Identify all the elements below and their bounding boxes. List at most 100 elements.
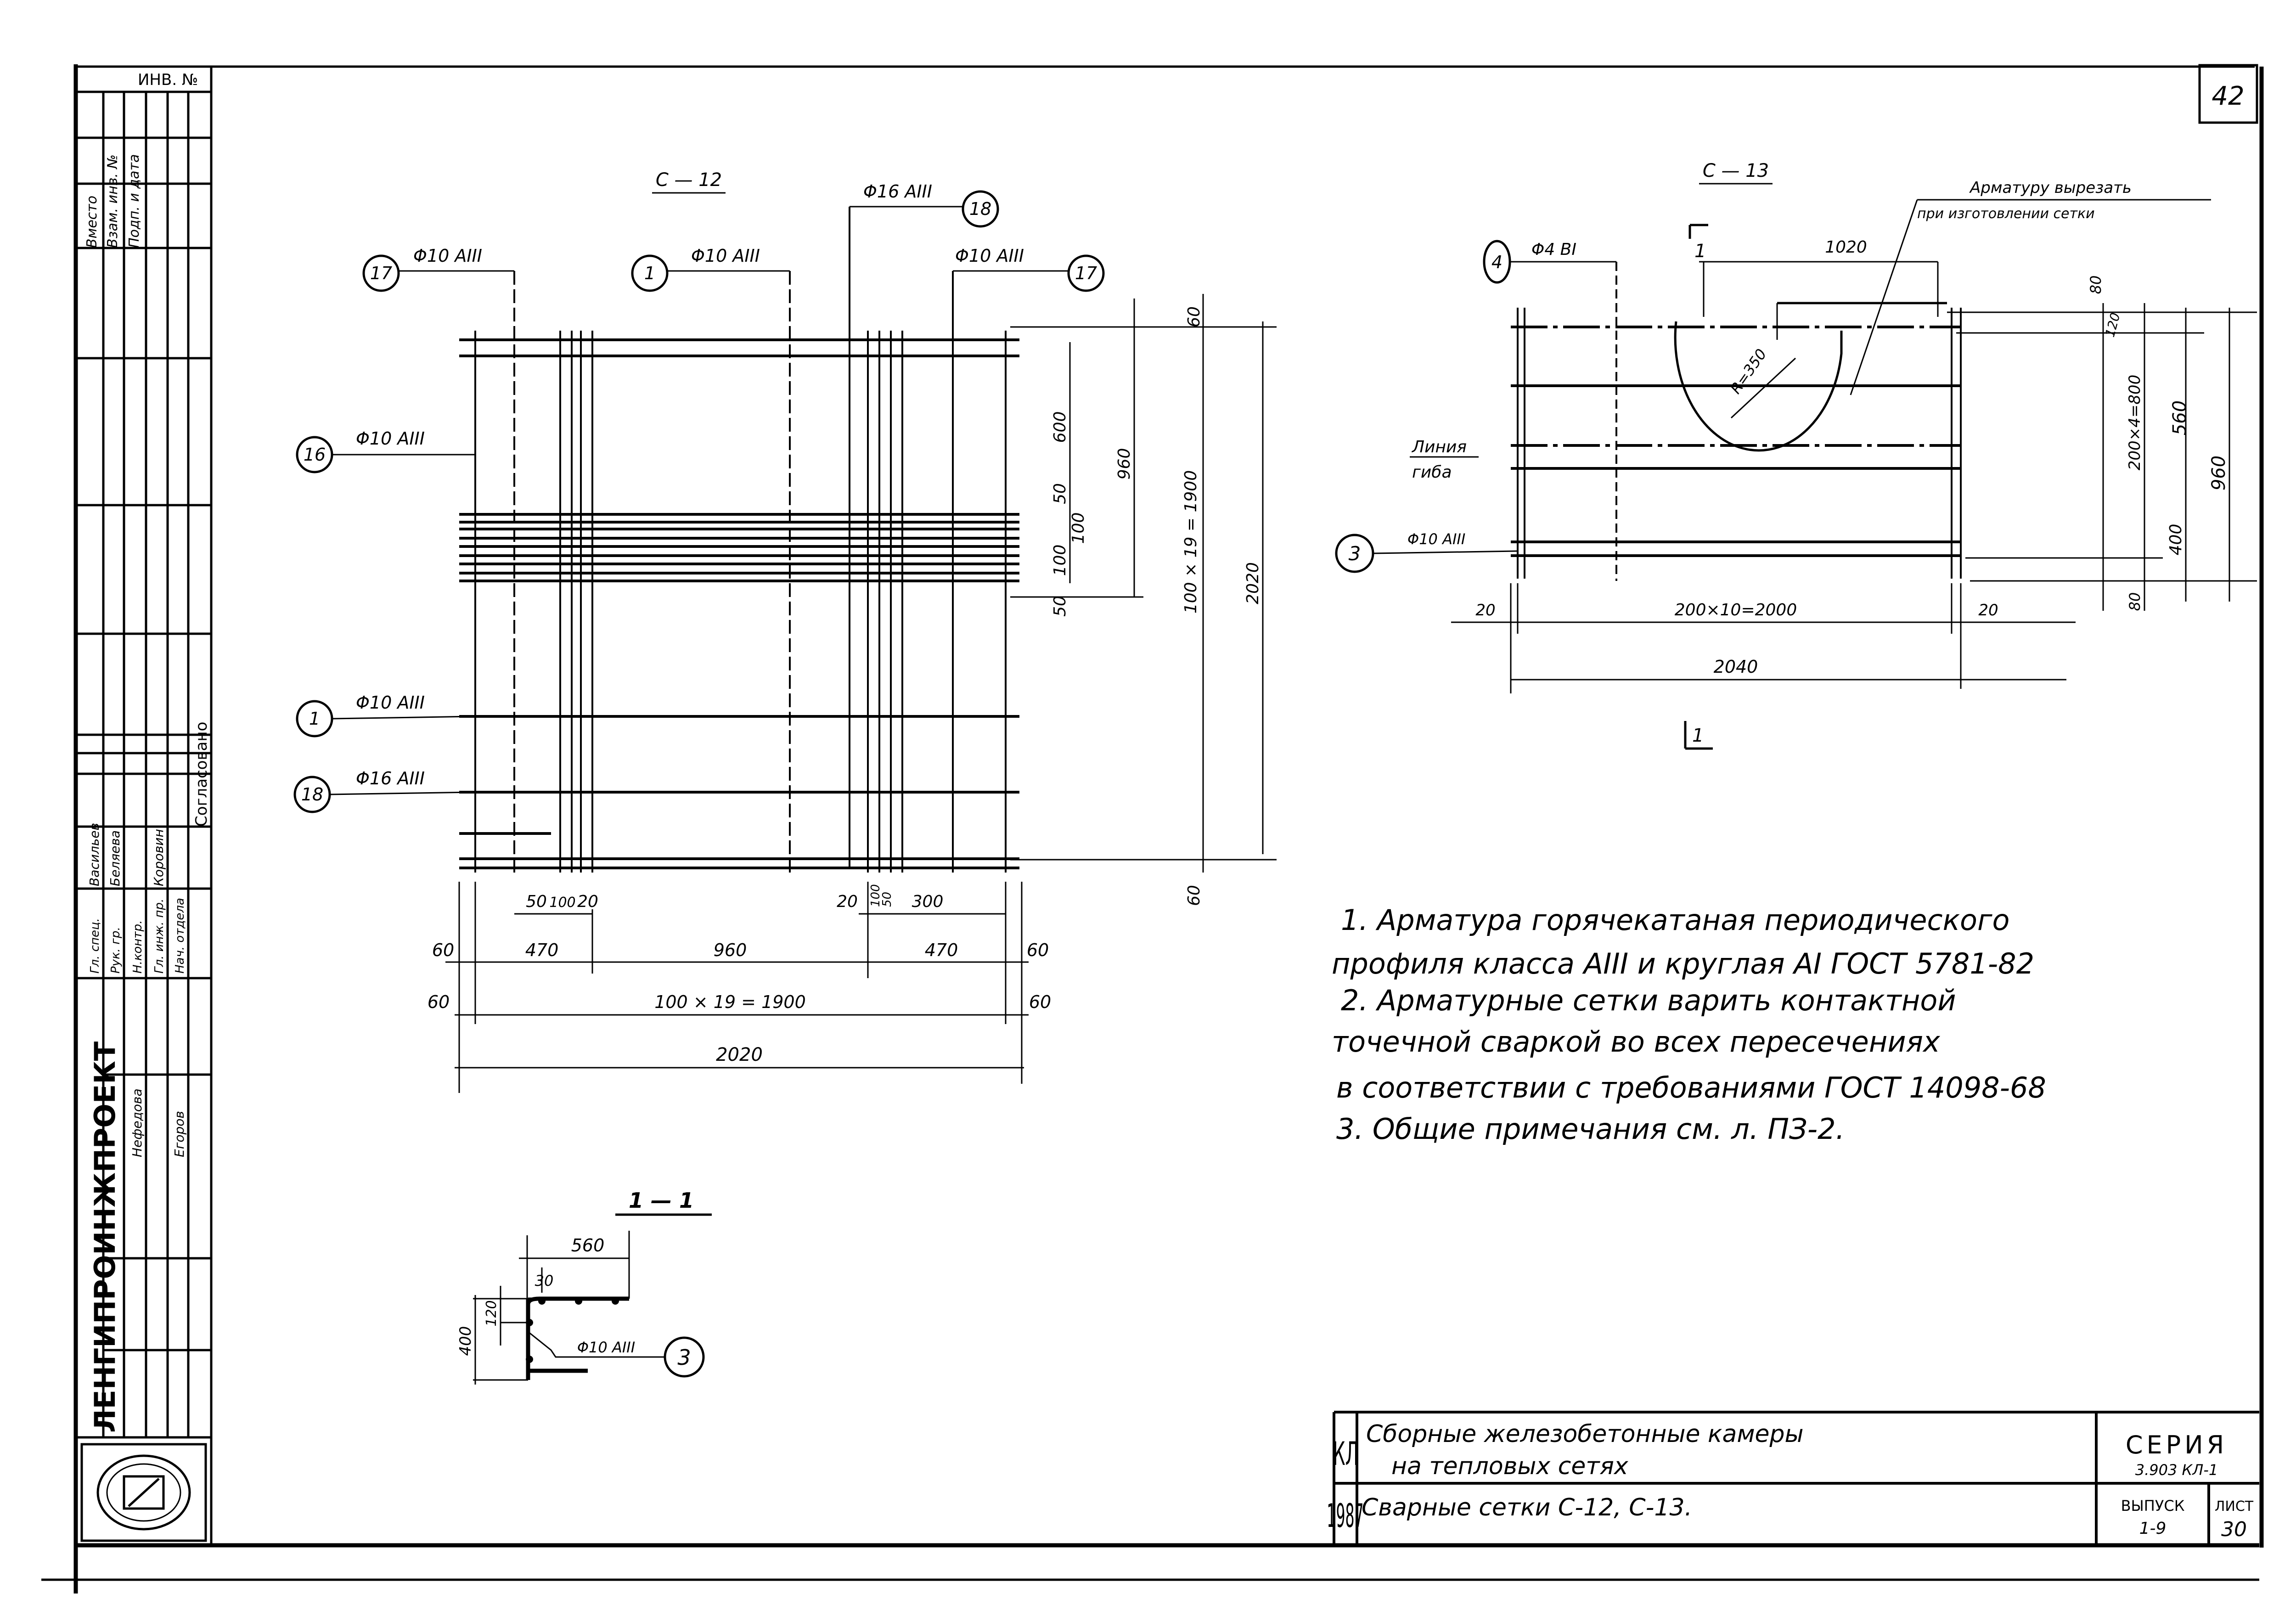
c12-dim-right-2020: 2020 [1244, 562, 1262, 604]
section-dim-30: 30 [535, 1272, 554, 1289]
c13-bend-line-1: Линия [1411, 438, 1467, 456]
note-line-5: в соответствии с требованиями ГОСТ 14098… [1336, 1071, 2046, 1104]
c12-dim-row1-60a: 60 [432, 940, 454, 960]
c12-dim-right-960: 960 [1115, 448, 1134, 480]
note-line-4: точечной сваркой во всех пересечениях [1332, 1025, 1941, 1059]
c13-dim-right-560: 560 [2169, 400, 2190, 435]
c12-dim-row1-60b: 60 [1027, 940, 1049, 960]
c13-title: С — 13 [1703, 160, 1769, 181]
section-dim-120: 120 [484, 1300, 500, 1326]
c12-dim-bottom-50: 50 [526, 892, 547, 911]
c13-dim-total-2040: 2040 [1714, 657, 1758, 677]
c13-dim-right-120: 120 [2102, 311, 2123, 338]
c13-dim-right-80-top: 80 [2087, 276, 2105, 294]
svg-text:Φ10 AIII: Φ10 AIII [691, 246, 760, 266]
c12-dim-right-100a: 100 [1069, 512, 1088, 544]
c12-callout-1-top: 1 Φ10 AIII [631, 246, 790, 292]
role-1: Рук. гр. [109, 927, 123, 974]
svg-text:1: 1 [309, 709, 320, 729]
c12-dim-row1-960: 960 [714, 940, 747, 960]
c12-dim-right-60-top: 60 [1185, 306, 1204, 327]
name-0: Васильев [87, 823, 102, 886]
section-1-1: 1 — 1 3 Φ10 AIII 560 30 120 400 [456, 1188, 712, 1385]
c13-dim-1020: 1020 [1825, 238, 1867, 257]
c12-dim-total-2020: 2020 [716, 1044, 763, 1065]
svg-text:4: 4 [1491, 252, 1503, 272]
section-title: 1 — 1 [629, 1188, 694, 1213]
sheet-label: ЛИСТ [2215, 1498, 2254, 1515]
svg-text:18: 18 [301, 784, 323, 805]
c12-dim-bottom-300: 300 [912, 892, 944, 911]
c12-dim-bottom-20b: 20 [837, 892, 858, 911]
role-2: Н.контр. [131, 920, 145, 974]
name-2: Коровин [151, 829, 166, 886]
svg-text:Φ10 AIII: Φ10 AIII [1407, 530, 1465, 548]
note-line-3: 2. Арматурные сетки варить контактной [1341, 984, 1956, 1017]
c13-radius: R=350 [1727, 346, 1770, 397]
c12-dim-row2-60b: 60 [1029, 992, 1051, 1012]
note-line-2: профиля класса AIII и круглая AI ГОСТ 57… [1332, 947, 2034, 980]
svg-text:Φ10 AIII: Φ10 AIII [413, 246, 482, 266]
general-notes: 1. Арматура горячекатаная периодического… [1332, 903, 2046, 1146]
svg-text:17: 17 [1075, 263, 1097, 283]
c12-dim-right-50a: 50 [1051, 483, 1069, 504]
title-block: КЛ 1987 Сборные железобетонные камеры на… [1327, 1411, 2259, 1547]
side-stamp: ИНВ. № Вместо Взам. инв. № Подп. и дата … [74, 65, 213, 1547]
role-4: Нач. отдела [173, 898, 187, 974]
sheet-frame [41, 64, 2264, 1593]
c13-note-line1: Арматуру вырезать [1969, 179, 2132, 197]
c13-note-line2: при изготовлении сетки [1917, 206, 2095, 222]
c12-dim-right-50b: 50 [1051, 596, 1069, 617]
project-line-2: на тепловых сетях [1391, 1453, 1629, 1480]
name-4: Егоров [172, 1111, 187, 1157]
side-note-2: Подп. и дата [126, 154, 142, 248]
svg-text:Φ16 AIII: Φ16 AIII [863, 181, 932, 202]
agreed-label: Согласовано [192, 722, 211, 827]
c13-section-mark-bottom: 1 [1692, 725, 1704, 746]
c12-dim-bottom-50b: 50 [880, 892, 894, 907]
c12-dim-row1-470a: 470 [525, 940, 559, 960]
svg-text:17: 17 [370, 263, 392, 283]
c12-dim-row1-470b: 470 [925, 940, 958, 960]
c13-dim-right-800: 200×4=800 [2126, 375, 2144, 470]
issue-label: ВЫПУСК [2121, 1497, 2185, 1515]
role-3: Гл. инж. пр. [152, 899, 166, 974]
section-callout-label: Φ10 AIII [577, 1339, 635, 1356]
inv-label: ИНВ. № [138, 71, 198, 89]
c12-dim-right-1900: 100 × 19 = 1900 [1182, 470, 1200, 614]
c12-callout-17-right: 17 Φ10 AIII [953, 246, 1105, 292]
c12-callout-17-left: 17 Φ10 AIII [362, 246, 514, 292]
page-number: 42 [2212, 81, 2244, 111]
c12-callout-18-top: 18 Φ16 AIII [850, 181, 999, 228]
note-line-1: 1. Арматура горячекатаная периодического [1341, 903, 2009, 937]
mesh-c12: С — 12 [293, 169, 1277, 1093]
c12-dim-right-100b: 100 [1051, 545, 1069, 576]
section-dim-400: 400 [456, 1326, 475, 1356]
side-note-1: Взам. инв. № [105, 154, 121, 248]
c13-bend-line-2: гиба [1412, 463, 1452, 482]
c13-dim-right-80-bottom: 80 [2126, 592, 2144, 611]
svg-text:Φ10 AIII: Φ10 AIII [356, 693, 425, 713]
svg-text:3: 3 [1349, 542, 1361, 565]
c12-dim-right-60-bottom: 60 [1185, 885, 1204, 906]
svg-text:1: 1 [644, 263, 655, 283]
svg-text:Φ4 BI: Φ4 BI [1531, 240, 1576, 259]
c12-dim-row2-1900: 100 × 19 = 1900 [654, 992, 806, 1012]
svg-text:Φ10 AIII: Φ10 AIII [955, 246, 1024, 266]
section-dim-560: 560 [571, 1235, 605, 1256]
c13-dim-bottom-2000: 200×10=2000 [1675, 601, 1797, 619]
note-line-6: 3. Общие примечания см. л. ПЗ-2. [1336, 1112, 1845, 1146]
svg-text:18: 18 [969, 199, 991, 219]
series-label: СЕРИЯ [2126, 1430, 2228, 1459]
organization-logo-icon [80, 1443, 207, 1542]
title-year: 1987 [1327, 1498, 1363, 1535]
role-0: Гл. спец. [88, 918, 102, 974]
name-3: Нефедова [129, 1088, 145, 1157]
c13-dim-right-400: 400 [2167, 524, 2185, 556]
page-number-box: 42 [2198, 64, 2258, 124]
c13-section-mark-top: 1 [1694, 241, 1706, 262]
c12-callout-18-left: 18 Φ16 AIII [293, 768, 476, 813]
series-value: 3.903 КЛ-1 [2135, 1461, 2218, 1479]
svg-text:16: 16 [304, 445, 326, 465]
c12-callout-1-left: 1 Φ10 AIII [296, 693, 476, 738]
